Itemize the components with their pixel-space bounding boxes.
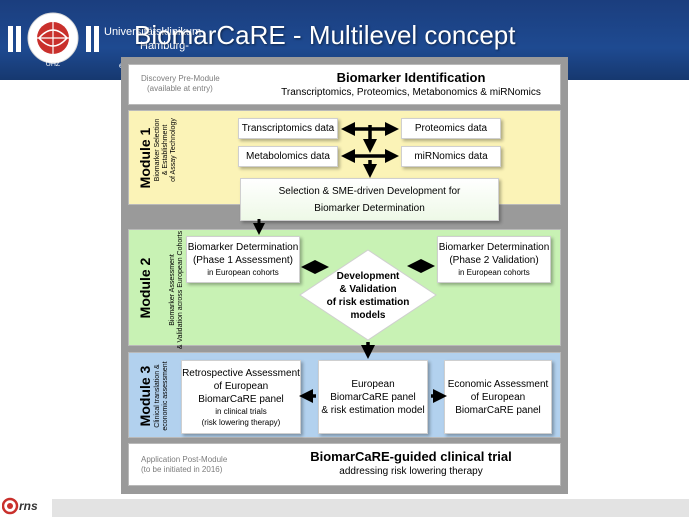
phase2-validation-box: Biomarker Determination (Phase 2 Validat… <box>437 236 551 283</box>
metabolomics-box: Metabolomics data <box>238 146 338 167</box>
post-module-label-line-1: Application Post-Module <box>141 455 228 464</box>
university-line-2: Hamburg- <box>140 40 189 52</box>
post-module-label: Application Post-Module (to be initiated… <box>141 455 227 475</box>
post-module-band <box>128 443 561 486</box>
phase2-title-line-1: Biomarker Determination <box>438 242 550 253</box>
pre-module-content: Biomarker Identification Transcriptomics… <box>268 70 554 99</box>
mirnomics-box: miRNomics data <box>401 146 501 167</box>
economic-line-1: Economic Assessment <box>447 378 549 390</box>
module2-desc-line-2: & Validation across European Cohorts <box>177 230 184 350</box>
slide-header: UHZ Universitätsklinikum Hamburg- Biomar… <box>0 0 689 80</box>
risk-model-diamond <box>299 249 437 341</box>
metabolomics-label: Metabolomics data <box>246 151 330 162</box>
european-panel-box: European BiomarCaRE panel & risk estimat… <box>318 360 428 434</box>
economic-line-2: of European <box>470 391 526 403</box>
phase2-title-line-2: (Phase 2 Validation) <box>449 255 539 266</box>
retrospective-assessment-box: Retrospective Assessment of European Bio… <box>181 360 301 434</box>
retro-line-2: of European <box>213 380 269 392</box>
phase1-subtitle: in European cohorts <box>207 268 279 277</box>
module3-description: Clinical translation & economic assessme… <box>154 346 170 446</box>
module1-desc-line-3: of Assay Technology <box>170 118 177 182</box>
module1-label: Module 1 <box>137 127 153 189</box>
proteomics-box: Proteomics data <box>401 118 501 139</box>
retro-small-2: (risk lowering therapy) <box>201 417 281 427</box>
proteomics-label: Proteomics data <box>414 123 488 134</box>
pre-module-band <box>128 64 561 105</box>
phase2-subtitle: in European cohorts <box>458 268 530 277</box>
university-name: Universitätsklinikum Hamburg- <box>104 25 201 53</box>
phase1-title-line-2: (Phase 1 Assessment) <box>192 255 294 266</box>
diamond-line-4: models <box>350 310 386 321</box>
post-module-subtitle: addressing risk lowering therapy <box>339 466 483 477</box>
module1-desc-line-2: & Establishment <box>162 124 169 176</box>
footer-bar <box>52 499 689 517</box>
module3-desc-line-2: economic assessment <box>162 361 169 431</box>
diamond-line-2: & Validation <box>339 284 397 295</box>
svg-text:UHZ: UHZ <box>46 61 61 68</box>
module2-description: Biomarker Assessment & Validation across… <box>169 225 185 355</box>
pre-module-label: Discovery Pre-Module (available at entry… <box>141 74 220 94</box>
retro-line-3: BiomarCaRE panel <box>198 393 284 405</box>
module1-desc-line-1: Biomarker Selection <box>154 118 161 182</box>
slide-title: BiomarCaRE - Multilevel concept <box>134 20 516 50</box>
transcriptomics-label: Transcriptomics data <box>241 123 335 134</box>
risk-model-text: Development & Validation of risk estimat… <box>298 270 438 322</box>
diamond-line-3: of risk estimation <box>326 297 410 308</box>
retro-small-1: in clinical trials <box>215 406 267 416</box>
module3-desc-line-1: Clinical translation & <box>154 364 161 428</box>
pre-module-label-line-1: Discovery Pre-Module <box>141 74 220 83</box>
post-module-content: BiomarCaRE-guided clinical trial address… <box>268 449 554 478</box>
diamond-line-1: Development <box>336 271 400 282</box>
post-module-title: BiomarCaRE-guided clinical trial <box>310 449 512 464</box>
pre-module-title: Biomarker Identification <box>336 70 486 85</box>
module2-label: Module 2 <box>137 257 153 319</box>
pre-module-label-line-2: (available at entry) <box>147 84 213 93</box>
european-line-2: BiomarCaRE panel <box>330 391 416 403</box>
economic-line-3: BiomarCaRE panel <box>455 404 541 416</box>
selection-development-box: Selection & SME-driven Development for B… <box>240 178 499 221</box>
module3-label: Module 3 <box>137 365 153 427</box>
mirnomics-label: miRNomics data <box>414 151 488 162</box>
transcriptomics-box: Transcriptomics data <box>238 118 338 139</box>
selection-line-1: Selection & SME-driven Development for <box>278 185 461 197</box>
phase1-assessment-box: Biomarker Determination (Phase 1 Assessm… <box>186 236 300 283</box>
retro-line-1: Retrospective Assessment <box>182 367 300 379</box>
european-line-1: European <box>351 378 395 390</box>
economic-assessment-box: Economic Assessment of European BiomarCa… <box>444 360 552 434</box>
university-logo: UHZ <box>8 12 99 68</box>
svg-text:rns: rns <box>19 499 38 513</box>
rns-logo: rns <box>2 497 38 515</box>
phase1-title-line-1: Biomarker Determination <box>187 242 299 253</box>
selection-line-2: Biomarker Determination <box>314 202 425 214</box>
european-line-3: & risk estimation model <box>321 404 425 416</box>
module2-desc-line-1: Biomarker Assessment <box>169 254 176 326</box>
university-line-1: Universitätsklinikum <box>104 26 202 38</box>
post-module-label-line-2: (to be initiated in 2016) <box>141 465 223 474</box>
module1-description: Biomarker Selection & Establishment of A… <box>154 95 178 205</box>
pre-module-subtitle: Transcriptomics, Proteomics, Metabonomic… <box>281 87 541 98</box>
